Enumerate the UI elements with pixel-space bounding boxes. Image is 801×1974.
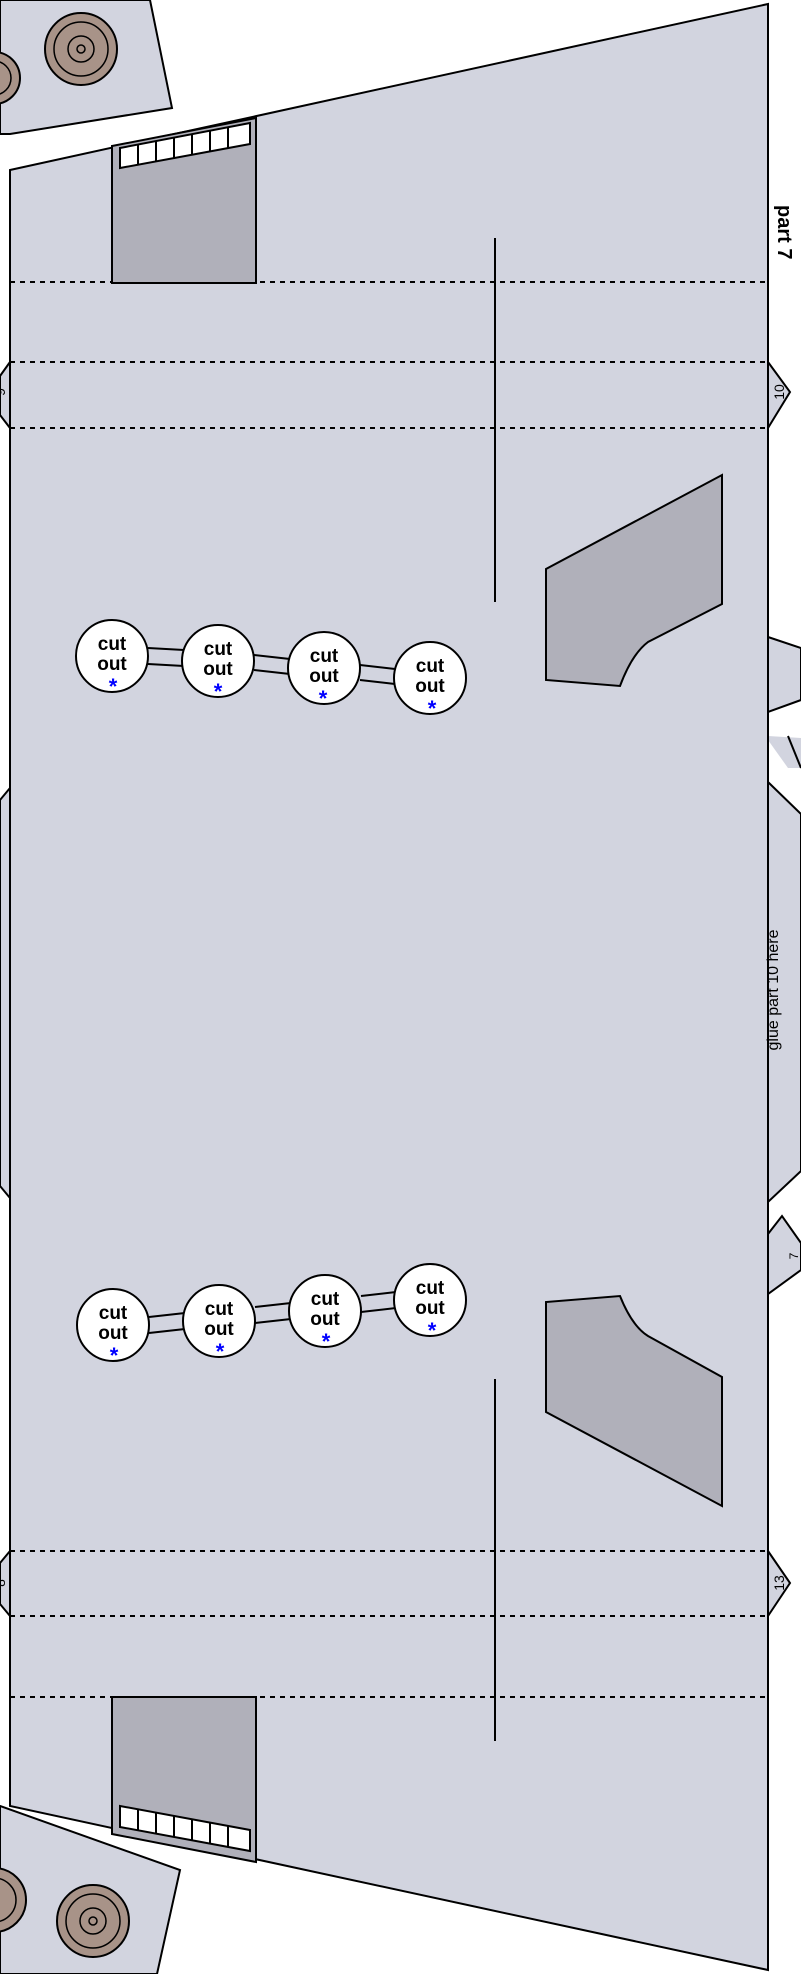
wheel-icon: [56, 1884, 130, 1958]
marker-star: *: [110, 1343, 119, 1368]
marker-star: *: [428, 1318, 437, 1343]
top-wheel-tab: [0, 0, 174, 135]
tab-number: 8: [0, 1579, 8, 1587]
right-tabs: [767, 358, 801, 1620]
wheel-icon: [44, 12, 118, 86]
cutout-circle: cut out *: [75, 619, 149, 699]
part-label: part 7: [773, 205, 795, 259]
marker-star: *: [428, 696, 437, 721]
cutout-circle: cut out *: [182, 1284, 256, 1364]
bottom-window: [545, 1294, 723, 1508]
marker-star: *: [214, 679, 223, 704]
cutout-circle: cut out *: [287, 631, 361, 711]
cutout-text: out: [203, 659, 233, 680]
tab-number: 7: [787, 1252, 801, 1259]
grille: [119, 1804, 251, 1853]
bottom-wheel-tab: [0, 1804, 182, 1974]
tab-number: 13: [771, 1575, 787, 1591]
cutout-text: out: [310, 1309, 340, 1330]
left-tabs: [0, 358, 11, 1619]
tab-number: 10: [771, 384, 787, 400]
grille: [119, 121, 251, 170]
marker-star: *: [109, 674, 118, 699]
cutout-circle: cut out *: [288, 1274, 362, 1354]
cutout-text: cut: [98, 634, 127, 655]
cutout-text: out: [415, 676, 445, 697]
bottom-cutout-chain: [148, 1291, 397, 1334]
cutout-text: cut: [311, 1289, 340, 1310]
glue-label: glue part 10 here: [765, 929, 782, 1050]
cutout-text: out: [98, 1323, 128, 1344]
top-door: [111, 116, 257, 284]
cutout-circle: cut out *: [76, 1288, 150, 1368]
bottom-door: [111, 1696, 257, 1864]
top-window: [545, 473, 723, 688]
cutout-circle: cut out *: [181, 624, 255, 704]
fold-lines: [9, 281, 769, 1698]
tab-number: 9: [0, 388, 8, 396]
wheel-icon: [0, 1867, 27, 1933]
marker-star: *: [319, 686, 328, 711]
cutout-text: cut: [99, 1303, 128, 1324]
cutout-text: cut: [310, 646, 339, 667]
cutout-text: cut: [416, 1278, 445, 1299]
cutout-circle: cut out *: [393, 641, 467, 721]
top-cutout-chain: [147, 647, 396, 685]
cutout-text: out: [309, 666, 339, 687]
cutout-circle: cut out *: [393, 1263, 467, 1343]
marker-star: *: [322, 1329, 331, 1354]
cutout-text: out: [97, 654, 127, 675]
cutout-text: out: [415, 1298, 445, 1319]
cutout-text: out: [204, 1319, 234, 1340]
cutout-text: cut: [416, 656, 445, 677]
marker-star: *: [216, 1339, 225, 1364]
main-body-panel: [9, 2, 769, 1972]
cutout-text: cut: [204, 639, 233, 660]
cutout-text: cut: [205, 1299, 234, 1320]
